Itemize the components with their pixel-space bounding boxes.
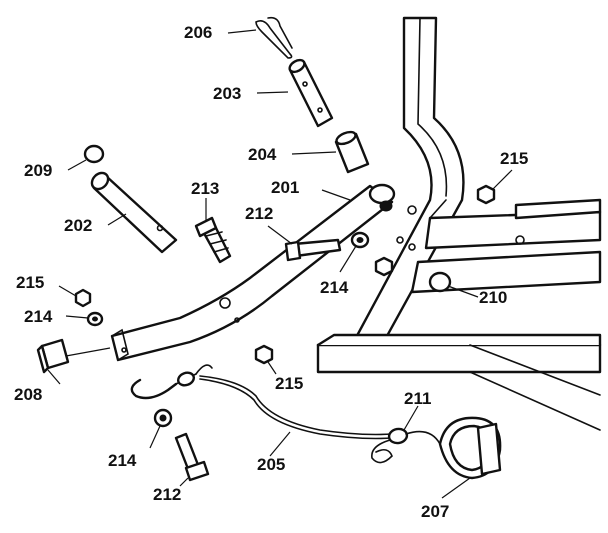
part-215-frame-nut: [374, 256, 394, 277]
part-210-cap: [428, 271, 452, 293]
upright-frame: [316, 16, 602, 431]
callout-201: 201: [271, 178, 299, 197]
callout-206: 206: [184, 23, 212, 42]
leader-lines: [47, 29, 513, 499]
part-214-lower-washer: [153, 408, 173, 428]
part-204-sleeve: [334, 130, 370, 174]
callout-204: 204: [248, 145, 277, 164]
part-205-cable: [130, 364, 393, 440]
part-212-upper-bolt: [284, 238, 342, 262]
callout-208: 208: [14, 385, 42, 404]
part-203-pin: [288, 58, 334, 128]
side-frame: [410, 198, 602, 294]
part-214-upper-washer: [350, 231, 370, 249]
part-215-left-nut: [74, 288, 92, 308]
part-213-bolt: [194, 216, 232, 264]
callout-207: 207: [421, 502, 449, 521]
part-208-end-plug: [36, 338, 70, 374]
part-207-handle: [438, 416, 502, 480]
callout-210: 210: [479, 288, 507, 307]
callout-212-upper: 212: [245, 204, 273, 223]
part-215-center-nut: [254, 344, 274, 365]
callout-203: 203: [213, 84, 241, 103]
callout-214-left: 214: [24, 307, 53, 326]
callout-205: 205: [257, 455, 285, 474]
part-215-right-nut: [476, 184, 496, 205]
part-212-lower-bolt: [174, 432, 210, 482]
callout-214-lower: 214: [108, 451, 137, 470]
callout-211: 211: [404, 389, 431, 408]
part-202-tube: [90, 171, 178, 254]
callout-215-right: 215: [500, 149, 528, 168]
part-211-clamp: [371, 427, 441, 464]
callout-213: 213: [191, 179, 219, 198]
callout-215-center: 215: [275, 374, 303, 393]
part-214-left-washer: [86, 311, 104, 327]
callout-labels: 206 203 204 209 213 201 215 202 212 214 …: [14, 23, 528, 521]
part-206-spring-clip: [255, 16, 293, 59]
callout-212-lower: 212: [153, 485, 181, 504]
callout-209: 209: [24, 161, 52, 180]
callout-202: 202: [64, 216, 92, 235]
part-209-cap: [83, 144, 105, 164]
callout-214-upper: 214: [320, 278, 349, 297]
callout-215-left: 215: [16, 273, 44, 292]
